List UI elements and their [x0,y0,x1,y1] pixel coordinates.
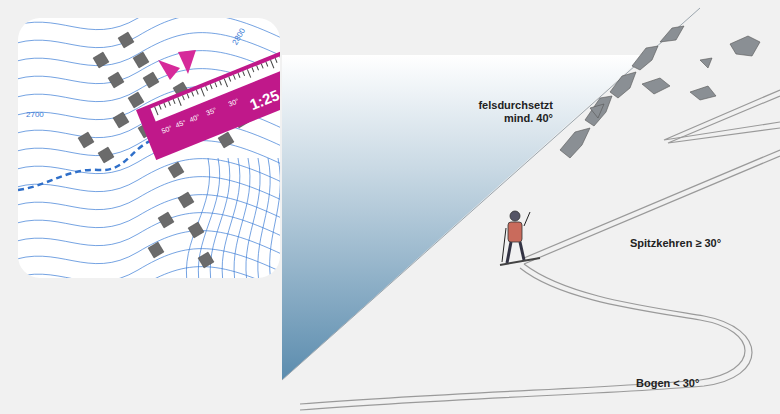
ruler-tick [233,75,236,80]
terrain-note: Bogen < 30° [636,377,699,390]
contour-line [222,158,240,278]
angle-mark: 40° [188,113,200,123]
ruler-tick [270,60,274,69]
ruler-tick [247,69,251,78]
ruler-tick [219,80,222,85]
slope-line [282,8,700,380]
ruler-tick [201,88,205,97]
ruler-tick [224,78,228,87]
ruler-tick [265,62,268,67]
ruler-tick [205,86,208,91]
rock-symbol [118,32,134,48]
contour-label: 2800 [231,27,248,47]
ruler-tick [177,97,181,106]
rock-symbol [188,222,204,238]
slope-marker [178,50,196,74]
ruler-tick [256,65,259,70]
contour-line [18,231,280,264]
ruler-tick [238,73,241,78]
terrain-note: Spitzkehren ≥ 30° [630,237,721,250]
ruler-tick [275,58,278,63]
rock-symbol [218,132,234,148]
contour-line [258,158,270,278]
contour-line [18,159,280,192]
ruler-tick [187,93,190,98]
contour-line [210,158,230,278]
ruler-tick [196,90,199,95]
angle-mark: 30° [227,97,239,107]
ski-tourer [500,211,540,265]
ruler-tick [252,67,255,72]
contour-line [18,267,280,278]
angle-mark: 45° [174,119,186,129]
contour-line [18,18,280,48]
ruler-tick [279,56,280,61]
contour-line [198,158,219,278]
rock-symbol [113,112,129,128]
angle-mark: 50° [161,124,173,134]
contour-line [18,195,280,228]
ruler-tick [210,84,213,89]
ruler-tick [242,71,245,76]
ruler-tick [159,105,162,110]
ruler-tick [168,101,171,106]
ruler-tick [214,82,217,87]
slope-marker [158,60,180,80]
rock-symbol [98,147,114,163]
rock-symbol [148,242,164,258]
map-inset: 50°45°40° 35° 30° 1:25.0 2800 2700 [18,18,280,278]
ruler-tick [154,107,158,116]
ruler-tick [163,103,166,108]
contour-line [18,141,280,174]
rock-symbol [128,92,144,108]
contour-label: 2700 [26,110,44,119]
ruler-tick [191,92,194,97]
ruler-tick [173,99,176,104]
rock-symbol [168,162,184,178]
map-scale: 1:25.0 [247,81,280,113]
ruler-tick [182,95,185,100]
contour-line [18,177,280,210]
rock-symbol [143,72,159,88]
angle-mark: 35° [205,106,217,116]
rock-symbol [133,52,149,68]
slope-gauge: 50°45°40° 35° 30° 1:25.0 [136,39,280,160]
rock-outcrops [560,26,760,158]
ski-tracks [300,90,780,410]
rock-symbol [78,132,94,148]
contour-line [270,158,280,278]
ruler-tick [261,64,264,69]
rock-symbol [93,52,109,68]
ruler-tick [228,77,231,82]
rock-symbol [158,212,174,228]
topo-map [18,18,280,278]
rock-symbol [198,252,214,268]
route-line [18,138,158,190]
rock-symbol [178,192,194,208]
rock-symbol [108,72,124,88]
contour-line [234,158,250,278]
terrain-note: felsdurchsetzt mind. 40° [463,99,553,125]
